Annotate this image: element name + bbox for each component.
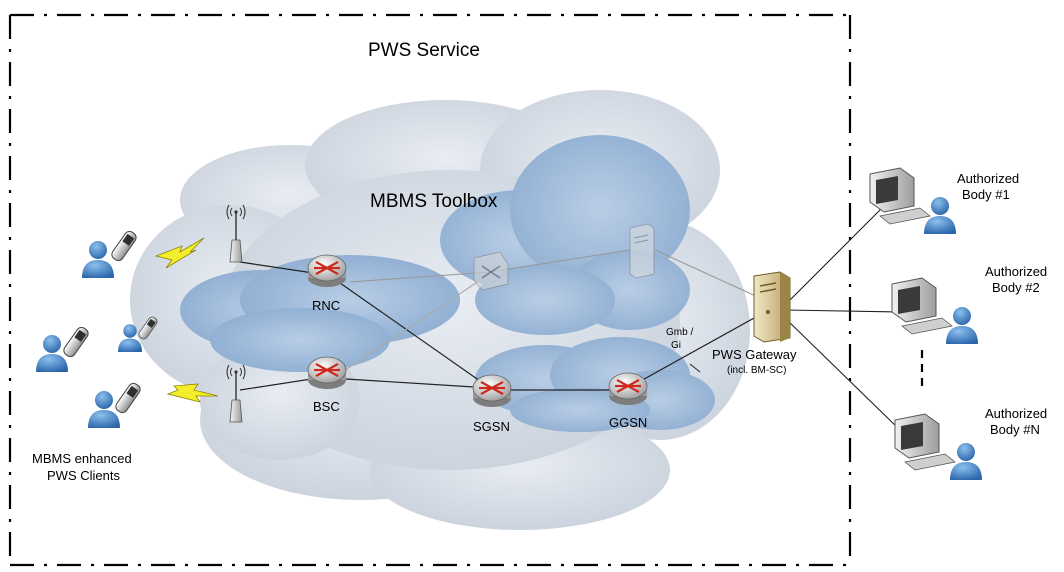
mobile-phone-icon: [111, 230, 137, 262]
person-icon: [950, 443, 982, 480]
person-icon: [946, 307, 978, 344]
person-icon: [36, 335, 68, 372]
body-n-label-line2: Body #N: [990, 422, 1040, 437]
rnc-label: RNC: [312, 298, 341, 313]
workstation-icon: [891, 277, 953, 335]
ggsn-label: GGSN: [609, 415, 648, 430]
gateway-label: PWS Gateway: [712, 347, 797, 362]
body-1-label-line1: Authorized: [957, 171, 1020, 186]
clients-label-line2: PWS Clients: [47, 468, 120, 483]
person-icon: [82, 241, 114, 278]
body-n-label-line1: Authorized: [985, 406, 1048, 421]
router-ggsn-icon: [608, 372, 648, 405]
interface-label-line2: Gi: [671, 340, 681, 351]
sgsn-label: SGSN: [473, 419, 510, 434]
lightning-icon: [166, 383, 219, 403]
service-boundary: [8, 13, 852, 567]
server-icon: [629, 223, 655, 279]
router-bsc-icon: [307, 356, 347, 389]
lightning-icon: [154, 237, 205, 269]
blue-cloud-left: [180, 255, 460, 372]
mobile-phone-icon: [138, 316, 158, 340]
person-icon: [118, 324, 142, 352]
workstation-icon: [894, 413, 956, 471]
radio-tower-icon: [226, 204, 246, 263]
body-1-label-line2: Body #1: [962, 187, 1010, 202]
router-rnc-icon: [307, 254, 347, 287]
body-2-label-line1: Authorized: [985, 264, 1048, 279]
clients-label-line1: MBMS enhanced: [32, 451, 132, 466]
service-title: PWS Service: [368, 40, 480, 61]
mobile-phone-icon: [115, 382, 141, 414]
mobile-phone-icon: [63, 326, 89, 358]
toolbox-title: MBMS Toolbox: [370, 191, 498, 212]
switch-icon: [473, 251, 509, 291]
workstation-icon: [869, 167, 931, 225]
bsc-label: BSC: [313, 399, 340, 414]
person-icon: [924, 197, 956, 234]
radio-tower-icon: [226, 364, 246, 423]
interface-label-line1: Gmb /: [666, 327, 694, 338]
body-2-label-line2: Body #2: [992, 280, 1040, 295]
person-icon: [88, 391, 120, 428]
gateway-sublabel: (incl. BM-SC): [727, 365, 787, 376]
router-sgsn-icon: [472, 374, 512, 407]
links: [239, 199, 924, 431]
gateway-server-icon: [753, 271, 791, 343]
